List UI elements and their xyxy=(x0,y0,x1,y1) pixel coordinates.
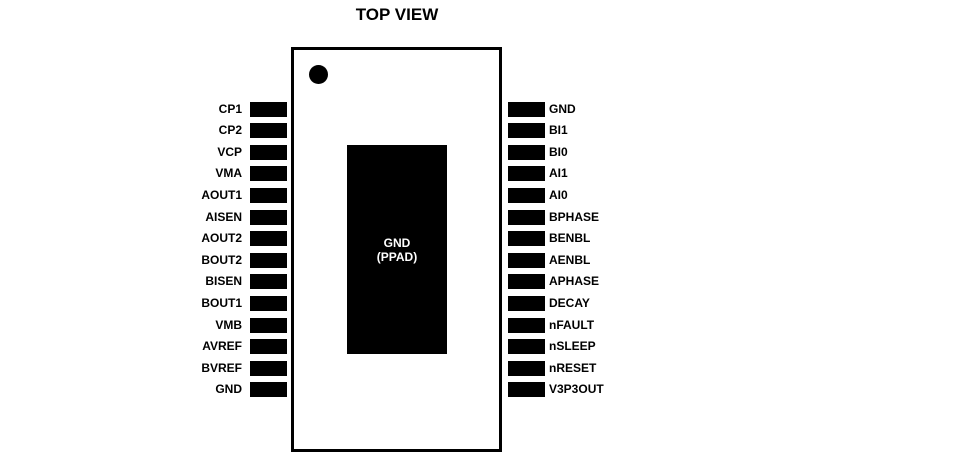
right-pin-14 xyxy=(508,382,545,398)
right-pin-5 xyxy=(508,187,545,203)
thermal-pad-label-line1: GND xyxy=(383,236,411,250)
right-pin-label: nFAULT xyxy=(549,317,595,332)
left-pin-label: AOUT1 xyxy=(201,187,242,202)
left-pin-label: VMB xyxy=(215,317,242,332)
left-pin-12 xyxy=(250,339,287,355)
thermal-pad xyxy=(347,145,447,354)
right-pin-label: BPHASE xyxy=(549,209,600,224)
left-pin-label: AVREF xyxy=(202,339,242,354)
right-pin-11 xyxy=(508,317,545,333)
diagram-title: TOP VIEW xyxy=(355,5,439,24)
right-pin-label: AI0 xyxy=(549,187,568,202)
left-pin-label: BOUT2 xyxy=(201,252,242,267)
left-pin-label: BISEN xyxy=(205,274,242,289)
right-pin-8 xyxy=(508,252,545,268)
right-pin-label: DECAY xyxy=(549,295,590,310)
left-pin-label: AISEN xyxy=(205,209,242,224)
right-pin-label: nSLEEP xyxy=(549,339,596,354)
left-pin-10 xyxy=(250,295,287,311)
left-pin-14 xyxy=(250,382,287,398)
left-pin-8 xyxy=(250,252,287,268)
left-pin-label: CP1 xyxy=(218,101,242,116)
left-pin-7 xyxy=(250,231,287,247)
left-pin-1 xyxy=(250,101,287,117)
right-pin-12 xyxy=(508,339,545,355)
left-pin-11 xyxy=(250,317,287,333)
right-pin-label: AI1 xyxy=(549,166,568,181)
left-pin-label: BVREF xyxy=(201,360,242,375)
right-pin-6 xyxy=(508,209,545,225)
left-pin-5 xyxy=(250,187,287,203)
thermal-pad-label: GND (PPAD) xyxy=(347,236,447,264)
left-pin-label: BOUT1 xyxy=(201,295,242,310)
right-pin-label: BI0 xyxy=(549,144,568,159)
left-pin-9 xyxy=(250,274,287,290)
right-pin-label: GND xyxy=(549,101,576,116)
left-pin-label: AOUT2 xyxy=(201,231,242,246)
right-pin-label: AENBL xyxy=(549,252,591,267)
right-pin-4 xyxy=(508,166,545,182)
left-pin-4 xyxy=(250,166,287,182)
right-pin-label: APHASE xyxy=(549,274,600,289)
right-pin-2 xyxy=(508,123,545,139)
right-pin-1 xyxy=(508,101,545,117)
left-pin-label: VMA xyxy=(215,166,242,181)
right-pin-10 xyxy=(508,295,545,311)
left-pin-3 xyxy=(250,144,287,160)
right-pin-13 xyxy=(508,360,545,376)
right-pin-3 xyxy=(508,144,545,160)
left-pin-6 xyxy=(250,209,287,225)
right-pin-9 xyxy=(508,274,545,290)
left-pin-label: CP2 xyxy=(218,123,242,138)
right-pin-label: BENBL xyxy=(549,231,591,246)
right-pin-label: BI1 xyxy=(549,123,568,138)
left-pin-label: GND xyxy=(215,382,242,397)
right-pin-7 xyxy=(508,231,545,247)
right-pin-label: nRESET xyxy=(549,360,597,375)
pin1-indicator-dot xyxy=(309,65,328,84)
left-pin-13 xyxy=(250,360,287,376)
left-pin-label: VCP xyxy=(217,144,242,159)
package-body xyxy=(291,47,502,452)
left-pin-2 xyxy=(250,123,287,139)
right-pin-label: V3P3OUT xyxy=(549,382,604,397)
thermal-pad-label-line2: (PPAD) xyxy=(376,250,418,264)
